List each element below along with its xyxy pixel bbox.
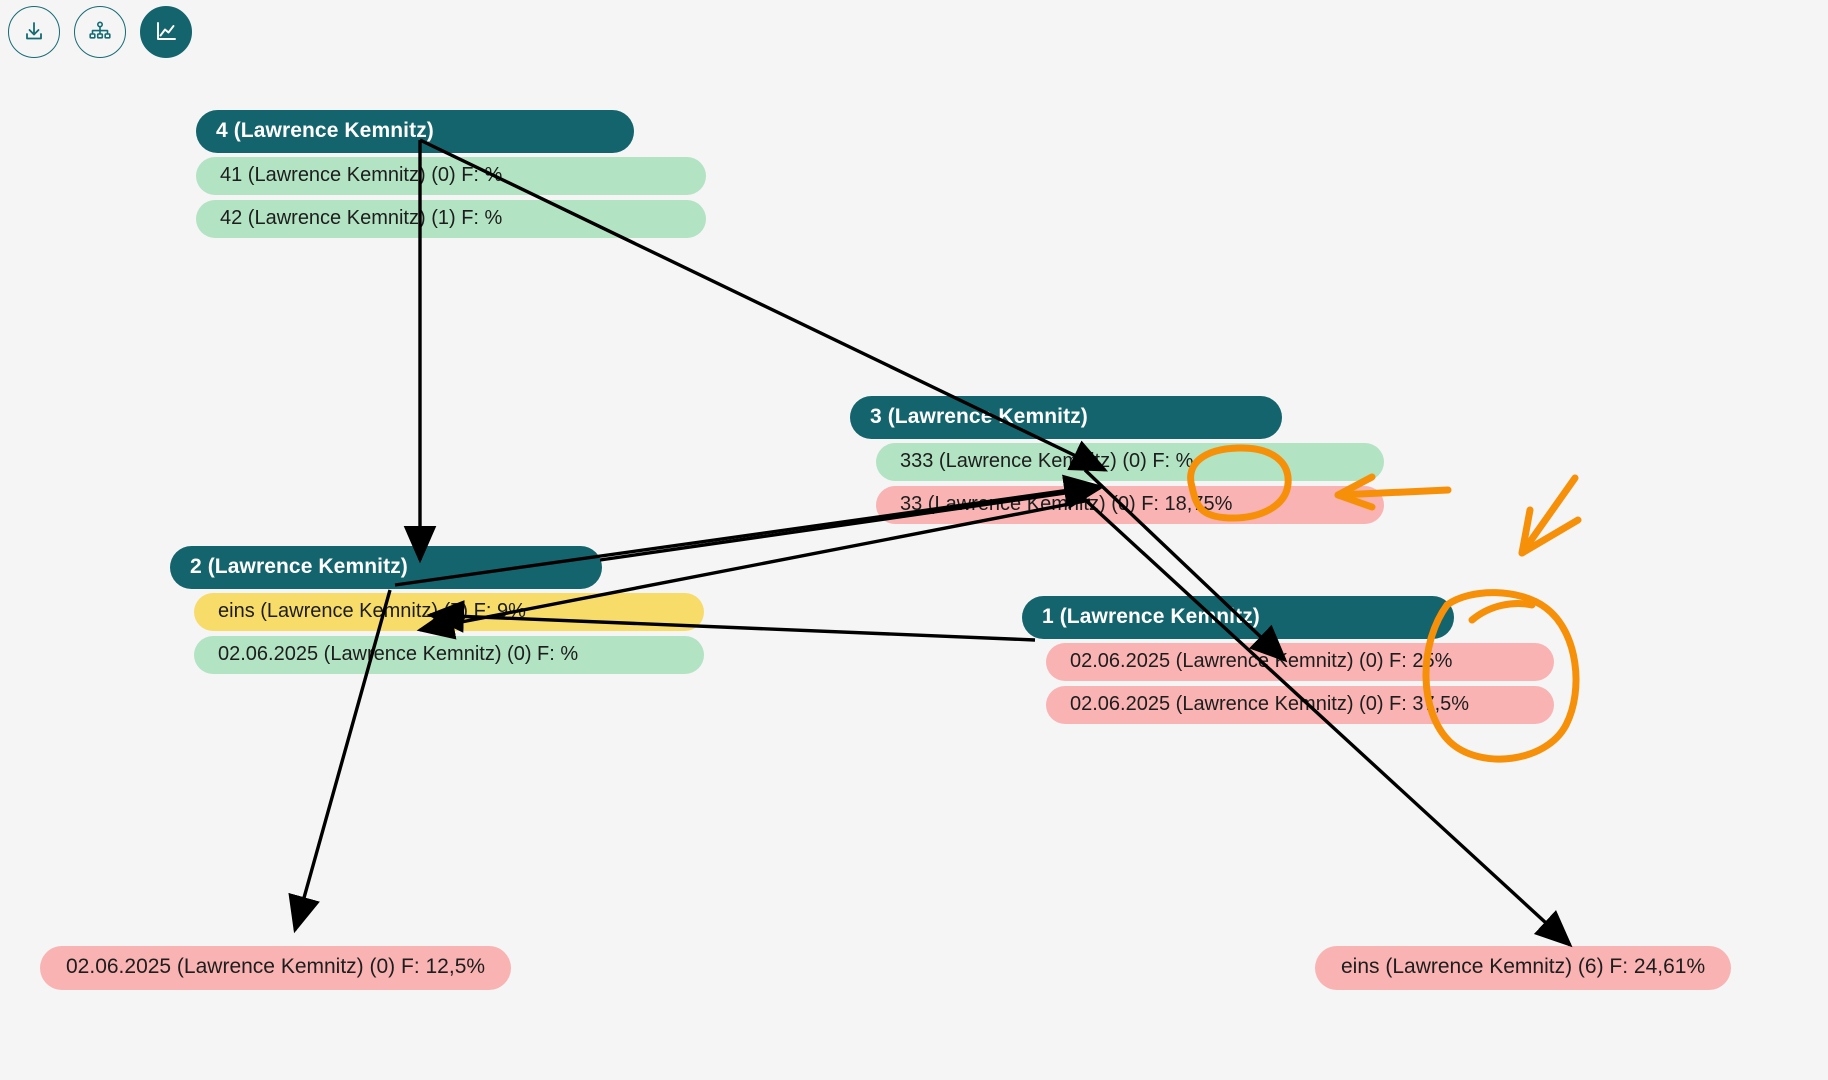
line-chart-icon: [152, 18, 180, 46]
node-3-title[interactable]: 3 (Lawrence Kemnitz): [850, 396, 1282, 439]
node-4-row-0[interactable]: 41 (Lawrence Kemnitz) (0) F: %: [196, 157, 706, 195]
chart-button[interactable]: [140, 6, 192, 58]
annotation-arrow-down-left-head: [1518, 506, 1582, 557]
node-4-rows: 41 (Lawrence Kemnitz) (0) F: % 42 (Lawre…: [196, 157, 706, 238]
node-2-rows: eins (Lawrence Kemnitz) (7) F: 9% 02.06.…: [170, 593, 704, 674]
node-4-title[interactable]: 4 (Lawrence Kemnitz): [196, 110, 634, 153]
node-3[interactable]: 3 (Lawrence Kemnitz) 333 (Lawrence Kemni…: [850, 396, 1384, 524]
download-button[interactable]: [8, 6, 60, 58]
node-1-row-0[interactable]: 02.06.2025 (Lawrence Kemnitz) (0) F: 25%: [1046, 643, 1554, 681]
item-bottom-right[interactable]: eins (Lawrence Kemnitz) (6) F: 24,61%: [1315, 946, 1732, 990]
node-3-row-0[interactable]: 333 (Lawrence Kemnitz) (0) F: %: [876, 443, 1384, 481]
node-1-title[interactable]: 1 (Lawrence Kemnitz): [1022, 596, 1454, 639]
hierarchy-button[interactable]: [74, 6, 126, 58]
toolbar: [8, 6, 192, 58]
node-2-title[interactable]: 2 (Lawrence Kemnitz): [170, 546, 602, 589]
annotation-arrow-down-left-shaft: [1518, 474, 1579, 557]
download-icon: [21, 19, 47, 45]
node-4-row-1[interactable]: 42 (Lawrence Kemnitz) (1) F: %: [196, 200, 706, 238]
node-3-rows: 333 (Lawrence Kemnitz) (0) F: % 33 (Lawr…: [850, 443, 1384, 524]
node-4[interactable]: 4 (Lawrence Kemnitz) 41 (Lawrence Kemnit…: [196, 110, 706, 238]
node-1-row-1[interactable]: 02.06.2025 (Lawrence Kemnitz) (0) F: 37,…: [1046, 686, 1554, 724]
node-2-row-0[interactable]: eins (Lawrence Kemnitz) (7) F: 9%: [194, 593, 704, 631]
node-1-rows: 02.06.2025 (Lawrence Kemnitz) (0) F: 25%…: [1022, 643, 1554, 724]
node-1[interactable]: 1 (Lawrence Kemnitz) 02.06.2025 (Lawrenc…: [1022, 596, 1554, 724]
node-2[interactable]: 2 (Lawrence Kemnitz) eins (Lawrence Kemn…: [170, 546, 704, 674]
node-3-row-1[interactable]: 33 (Lawrence Kemnitz) (0) F: 18,75%: [876, 486, 1384, 524]
org-chart-icon: [87, 19, 113, 45]
item-bottom-left[interactable]: 02.06.2025 (Lawrence Kemnitz) (0) F: 12,…: [40, 946, 512, 990]
node-2-row-1[interactable]: 02.06.2025 (Lawrence Kemnitz) (0) F: %: [194, 636, 704, 674]
